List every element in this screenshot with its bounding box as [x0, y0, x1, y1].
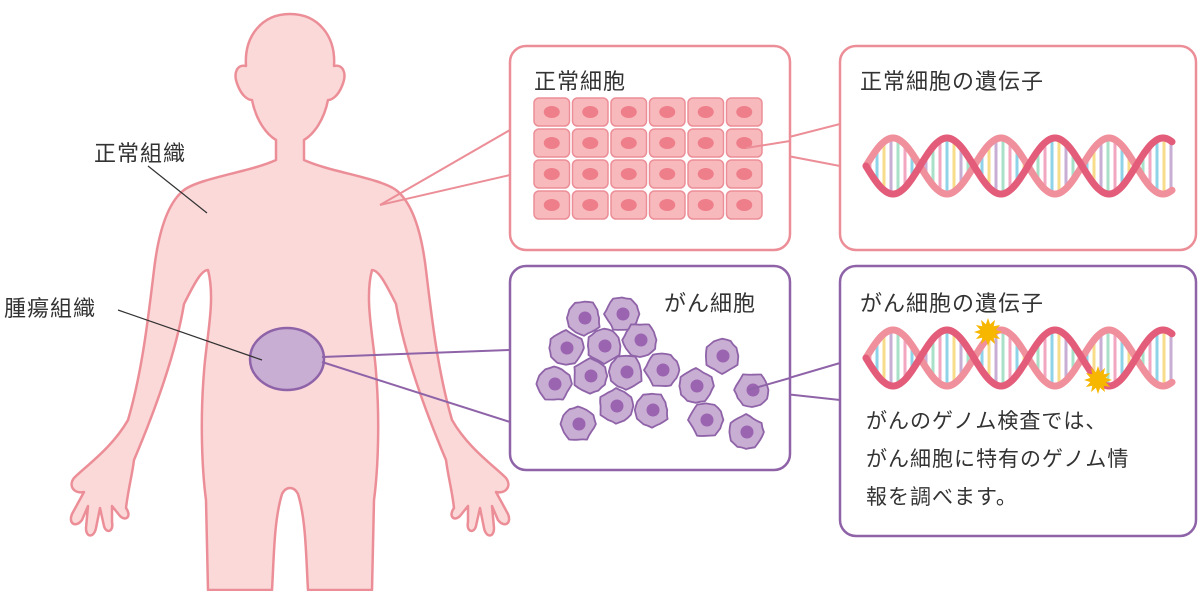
cancer-cell-label: がん細胞 [664, 286, 756, 318]
cell-nucleus [582, 168, 598, 180]
cell-nucleus [544, 137, 560, 149]
cell-nucleus [621, 168, 637, 180]
cancer-nucleus [561, 342, 574, 355]
cell-nucleus [544, 106, 560, 118]
cancer-nucleus [579, 312, 592, 325]
cell-nucleus [544, 199, 560, 211]
cell-nucleus [659, 199, 675, 211]
cell-nucleus [621, 137, 637, 149]
cell-nucleus [736, 168, 752, 180]
cell-nucleus [659, 106, 675, 118]
cell-nucleus [698, 137, 714, 149]
cancer-nucleus [741, 426, 754, 439]
cell-nucleus [544, 168, 560, 180]
cancer-nucleus [635, 334, 648, 347]
cell-nucleus [698, 106, 714, 118]
cell-nucleus [582, 137, 598, 149]
cell-nucleus [659, 137, 675, 149]
cancer-cell-genes-label: がん細胞の遺伝子 [860, 286, 1044, 318]
cell-nucleus [582, 106, 598, 118]
cell-nucleus [698, 199, 714, 211]
normal-tissue-label: 正常組織 [94, 136, 186, 168]
cancer-nucleus [717, 350, 730, 363]
callout-normal-top [380, 130, 510, 205]
genome-test-description: がんのゲノム検査では、 がん細胞に特有のゲノム情 報を調べます。 [866, 402, 1186, 516]
normal-cell-genes-label: 正常細胞の遺伝子 [860, 64, 1044, 96]
tumor-tissue-label: 腫瘍組織 [4, 291, 96, 323]
cell-nucleus [736, 199, 752, 211]
callout-normal-bottom [380, 175, 510, 205]
description-line-2: がん細胞に特有のゲノム情 [866, 440, 1186, 478]
cancer-nucleus [585, 370, 598, 383]
cell-nucleus [582, 199, 598, 211]
cancer-nucleus [647, 404, 660, 417]
cancer-nucleus [599, 340, 612, 353]
cancer-nucleus [621, 366, 634, 379]
cell-nucleus [659, 168, 675, 180]
description-line-1: がんのゲノム検査では、 [866, 402, 1186, 440]
cell-nucleus [621, 199, 637, 211]
cancer-nucleus [573, 418, 586, 431]
cell-nucleus [736, 106, 752, 118]
description-line-3: 報を調べます。 [866, 478, 1186, 516]
cancer-nucleus [657, 364, 670, 377]
normal-cell-label: 正常細胞 [534, 64, 626, 96]
cell-nucleus [698, 168, 714, 180]
cell-nucleus [621, 106, 637, 118]
cancer-nucleus [611, 400, 624, 413]
human-body-silhouette [71, 14, 509, 590]
cancer-nucleus [691, 380, 704, 393]
cancer-nucleus [549, 378, 562, 391]
tumor-region [250, 328, 324, 390]
cancer-nucleus [701, 414, 714, 427]
cancer-nucleus [617, 308, 630, 321]
